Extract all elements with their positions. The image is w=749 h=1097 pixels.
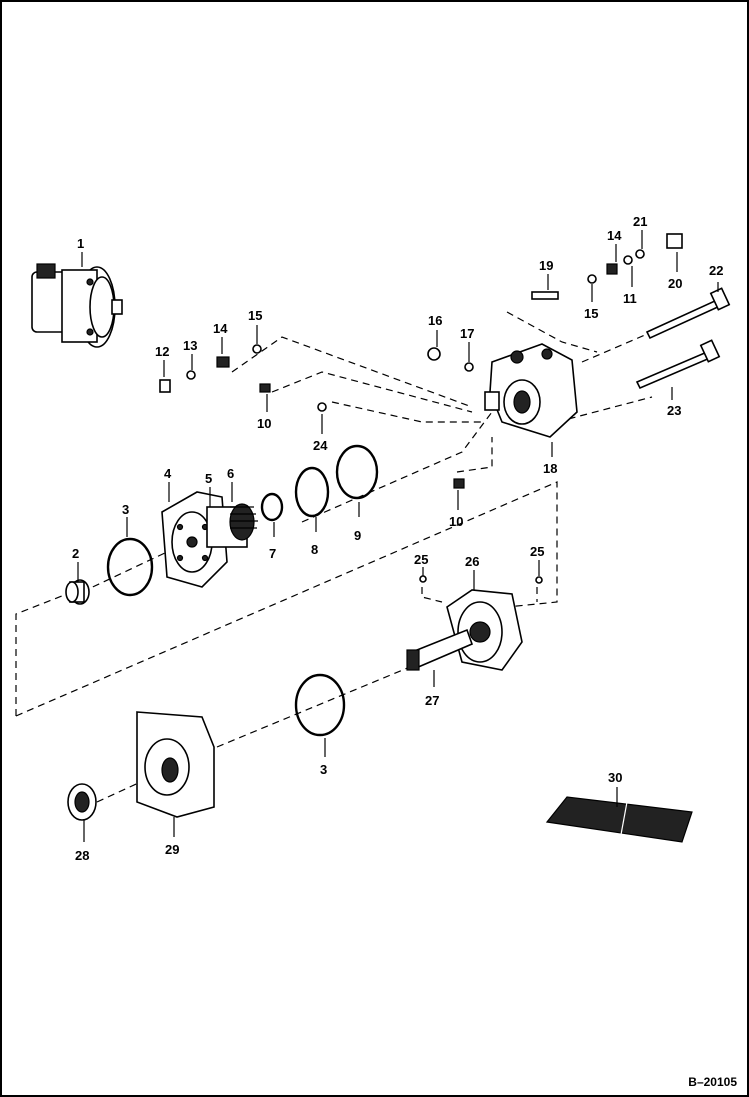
part-15-ball: [252, 344, 262, 354]
callout-16: 16: [428, 313, 442, 328]
callout-4: 4: [164, 466, 172, 481]
callout-3-upper: 3: [122, 502, 129, 517]
callout-22: 22: [709, 263, 723, 278]
callout-15-right: 15: [584, 306, 598, 321]
callout-25-left: 25: [414, 552, 428, 567]
callout-11: 11: [623, 291, 637, 306]
callout-17: 17: [460, 326, 474, 341]
callout-leader-lines: [77, 230, 719, 842]
part-13-seal: [186, 370, 196, 380]
callout-25-right: 25: [530, 544, 544, 559]
callout-10-upper: 10: [257, 416, 271, 431]
part-1-motor-assembly: [31, 263, 123, 348]
callout-labels: 1 2 3 3 4 5 6 7 8 9 10 10 11 12 13 14 14…: [72, 214, 723, 863]
part-5-6-gerotor-set: [206, 503, 258, 548]
callout-15-left: 15: [248, 308, 262, 323]
callout-18: 18: [543, 461, 557, 476]
part-9-o-ring: [335, 444, 379, 500]
part-14-spring: [216, 356, 230, 368]
callout-24: 24: [313, 438, 328, 453]
callout-14-left: 14: [213, 321, 228, 336]
part-28-shaft-seal: [67, 783, 97, 821]
part-19-pin: [531, 291, 559, 300]
callout-5: 5: [205, 471, 212, 486]
callout-3-lower: 3: [320, 762, 327, 777]
part-25-pin-b: [535, 576, 543, 584]
part-12-plug: [159, 379, 171, 393]
part-3-o-ring-lower: [294, 673, 346, 737]
part-11-seal: [623, 255, 633, 265]
part-10b-plug: [453, 478, 465, 489]
part-21-seal: [635, 249, 645, 259]
part-10-plug: [259, 383, 271, 393]
callout-9: 9: [354, 528, 361, 543]
callout-7: 7: [269, 546, 276, 561]
part-17-seal: [464, 362, 474, 372]
part-25-pin-a: [419, 575, 427, 583]
callout-28: 28: [75, 848, 89, 863]
callout-14-right: 14: [607, 228, 622, 243]
callout-26: 26: [465, 554, 479, 569]
callout-27: 27: [425, 693, 439, 708]
part-29-front-housing: [136, 711, 215, 818]
callout-20: 20: [668, 276, 682, 291]
callout-30: 30: [608, 770, 622, 785]
callout-29: 29: [165, 842, 179, 857]
part-24-ball: [317, 402, 327, 412]
assembly-dashed-lines: [15, 311, 653, 803]
part-26-rotor-housing: [446, 589, 523, 671]
part-15b-ball: [587, 274, 597, 284]
part-30-decal: [545, 796, 693, 843]
callout-10-lower: 10: [449, 514, 463, 529]
callout-12: 12: [155, 344, 169, 359]
callout-21: 21: [633, 214, 647, 229]
callout-23: 23: [667, 403, 681, 418]
callout-8: 8: [311, 542, 318, 557]
callout-1: 1: [77, 236, 84, 251]
part-3-o-ring-upper: [106, 537, 154, 597]
callout-19: 19: [539, 258, 553, 273]
part-14b-spring: [606, 263, 618, 275]
part-8-o-ring: [294, 466, 330, 518]
part-16-screw: [427, 347, 441, 361]
part-27-drive-shaft: [406, 628, 474, 671]
callout-13: 13: [183, 338, 197, 353]
part-20-plug: [666, 233, 683, 249]
part-22-23-bolts: [635, 287, 731, 390]
callout-6: 6: [227, 466, 234, 481]
part-7-seal: [260, 492, 284, 522]
part-2-coupling: [65, 579, 90, 605]
part-18-valve-housing: [484, 343, 578, 438]
figure-number: B–20105: [688, 1075, 737, 1089]
callout-2: 2: [72, 546, 79, 561]
small-fittings: [159, 233, 683, 584]
